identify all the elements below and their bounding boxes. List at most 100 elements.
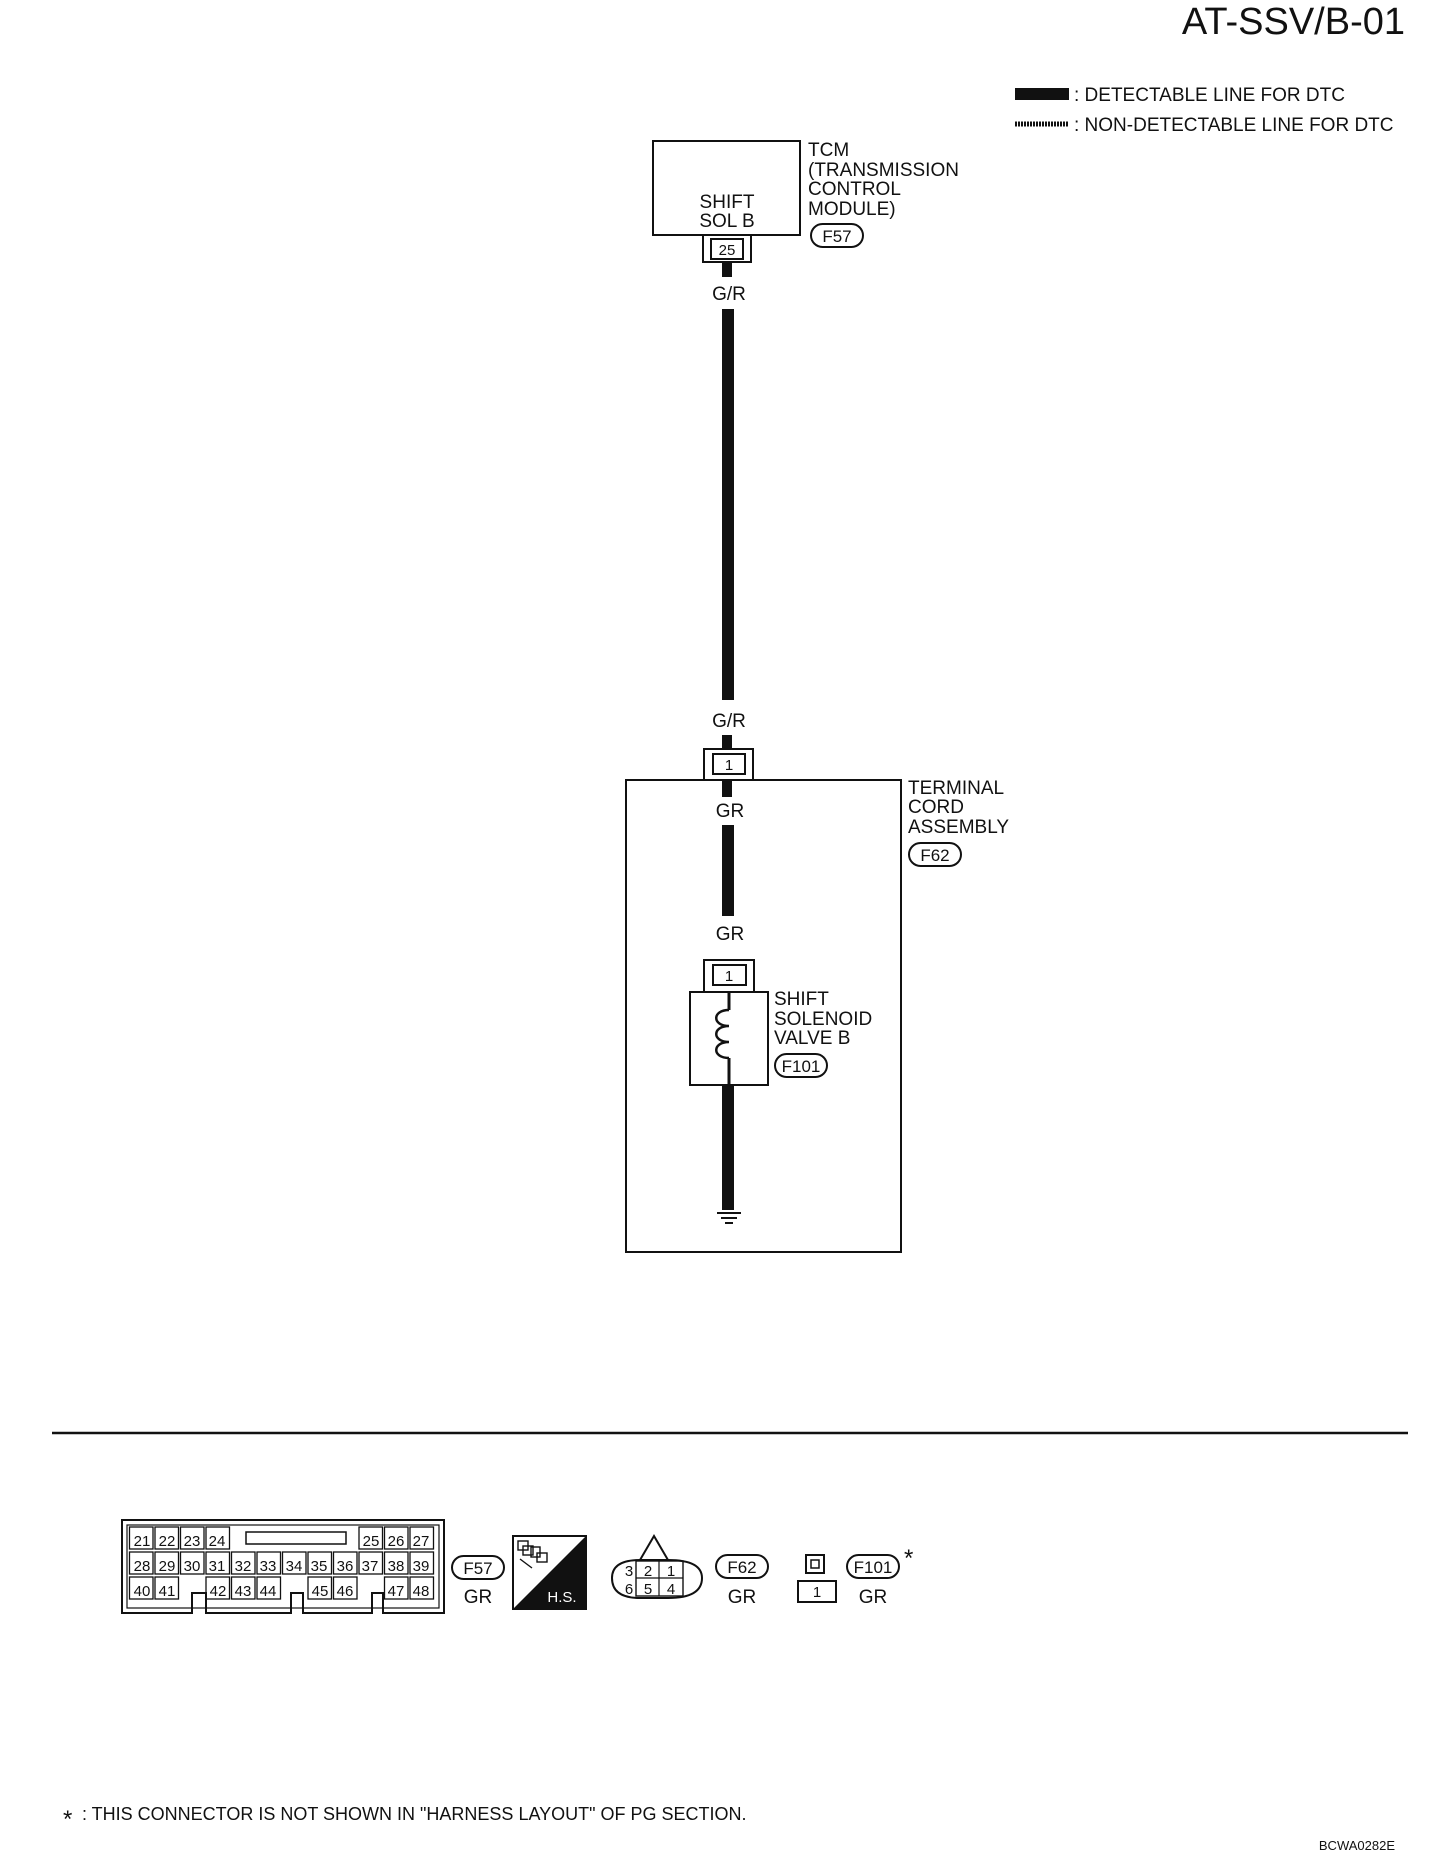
tcm-pin-number: 25	[719, 242, 736, 259]
tcm-box	[652, 140, 801, 236]
f101-connector-color: GR	[859, 1587, 888, 1608]
f57-cell-46	[332, 1576, 358, 1600]
f57-pin-22: 22	[159, 1533, 176, 1550]
f62-pin-box	[712, 753, 746, 775]
inner-wire-color-bottom: GR	[716, 924, 745, 945]
f57-cell-27	[409, 1526, 435, 1550]
f57-cell-44	[256, 1576, 282, 1600]
f57-cell-38	[383, 1551, 409, 1575]
figure-ref: BCWA0282E	[1319, 1838, 1395, 1853]
f62-pin-bracket	[703, 748, 754, 780]
tcm-name-line-3: CONTROL	[808, 179, 901, 200]
wire-color-top: G/R	[712, 284, 746, 305]
f101-pin-bracket	[703, 959, 755, 992]
f101-connector-label: F101	[854, 1558, 893, 1577]
f62-connector-label: F62	[727, 1558, 756, 1577]
f57-pin-31: 31	[209, 1558, 226, 1575]
f57-cell-47	[383, 1576, 409, 1600]
solenoid-coil-icon	[715, 1008, 730, 1060]
tcm-name-line-2: (TRANSMISSION	[808, 160, 959, 181]
terminal-cord-connector-label: F62	[920, 846, 949, 865]
wire-stub-top	[722, 262, 732, 277]
tcm-pin-box	[710, 238, 744, 260]
f57-connector-badge	[451, 1555, 505, 1580]
f57-cell-35	[307, 1551, 333, 1575]
ground-icon	[717, 1212, 741, 1224]
f57-pin-48: 48	[413, 1583, 430, 1600]
f57-cell-22	[154, 1526, 180, 1550]
f62-connector-badge	[715, 1554, 769, 1579]
f101-connector-face	[797, 1554, 837, 1603]
f57-pin-34: 34	[286, 1558, 303, 1575]
terminal-cord-name-line-3: ASSEMBLY	[908, 817, 1009, 838]
f57-cell-21	[128, 1526, 154, 1550]
f57-cell-40	[128, 1576, 154, 1600]
solenoid-connector-badge	[774, 1053, 828, 1078]
f57-pin-27: 27	[413, 1533, 430, 1550]
f101-pin-number: 1	[725, 968, 733, 985]
solenoid-connector-label: F101	[782, 1057, 821, 1076]
f57-pin-23: 23	[184, 1533, 201, 1550]
f57-cell-45	[307, 1576, 333, 1600]
tcm-connector-badge	[810, 223, 864, 248]
f57-cell-36	[332, 1551, 358, 1575]
f57-pin-46: 46	[337, 1583, 354, 1600]
f57-cell-32	[230, 1551, 256, 1575]
footnote-star: *	[63, 1806, 72, 1833]
f57-cell-34	[281, 1551, 307, 1575]
solenoid-name-line-2: SOLENOID	[774, 1009, 872, 1030]
terminal-cord-name-line-2: CORD	[908, 797, 964, 818]
tcm-inner-line-2: SOL B	[699, 211, 754, 232]
f57-pin-24: 24	[209, 1533, 226, 1550]
f57-pin-38: 38	[388, 1558, 405, 1575]
f57-pin-39: 39	[413, 1558, 430, 1575]
harness-side-label: H.S.	[547, 1589, 576, 1606]
f57-pin-36: 36	[337, 1558, 354, 1575]
f57-pin-47: 47	[388, 1583, 405, 1600]
tcm-name-line-4: MODULE)	[808, 199, 896, 220]
f57-cell-37	[358, 1551, 384, 1575]
ground-wire	[722, 1085, 734, 1210]
f62-pin-6: 6	[625, 1581, 633, 1598]
footnote-text: : THIS CONNECTOR IS NOT SHOWN IN "HARNES…	[82, 1804, 747, 1824]
f57-cell-33	[256, 1551, 282, 1575]
tcm-inner-line-1: SHIFT	[700, 192, 755, 213]
solenoid-name-line-1: SHIFT	[774, 989, 829, 1010]
f57-cell-29	[154, 1551, 180, 1575]
wire-color-bottom: G/R	[712, 711, 746, 732]
f62-pin-2: 2	[644, 1563, 652, 1580]
f57-connector-color: GR	[464, 1587, 493, 1608]
terminal-cord-box	[625, 779, 902, 1253]
page-code: AT-SSV/B-01	[1182, 1, 1405, 43]
legend-non-detectable: : NON-DETECTABLE LINE FOR DTC	[1074, 115, 1394, 136]
f57-pin-45: 45	[312, 1583, 329, 1600]
f57-cell-43	[230, 1576, 256, 1600]
f62-pin-5: 5	[644, 1581, 652, 1598]
inner-wire-main	[722, 825, 734, 916]
f57-cell-26	[383, 1526, 409, 1550]
f57-cell-28	[128, 1551, 154, 1575]
f57-pin-26: 26	[388, 1533, 405, 1550]
f57-pin-37: 37	[362, 1558, 379, 1575]
f57-cell-25	[358, 1526, 384, 1550]
solenoid-name-line-3: VALVE B	[774, 1028, 850, 1049]
f57-cell-39	[409, 1551, 435, 1575]
f101-pin-box	[712, 964, 747, 986]
f57-pin-41: 41	[159, 1583, 176, 1600]
f57-pin-21: 21	[134, 1533, 151, 1550]
f57-pin-35: 35	[311, 1558, 328, 1575]
f57-cell-30	[179, 1551, 205, 1575]
f101-asterisk: *	[904, 1545, 913, 1572]
f57-pin-28: 28	[134, 1558, 151, 1575]
f57-cell-23	[179, 1526, 205, 1550]
f57-pin-25: 25	[363, 1533, 380, 1550]
tcm-name-line-1: TCM	[808, 140, 849, 161]
f57-connector-label: F57	[463, 1559, 492, 1578]
f57-pin-42: 42	[210, 1583, 227, 1600]
legend-detectable: : DETECTABLE LINE FOR DTC	[1074, 85, 1345, 106]
inner-wire-stub-top	[722, 781, 732, 797]
wire-main	[722, 309, 734, 700]
f62-pin-number: 1	[725, 757, 733, 774]
terminal-cord-connector-badge	[908, 842, 962, 867]
